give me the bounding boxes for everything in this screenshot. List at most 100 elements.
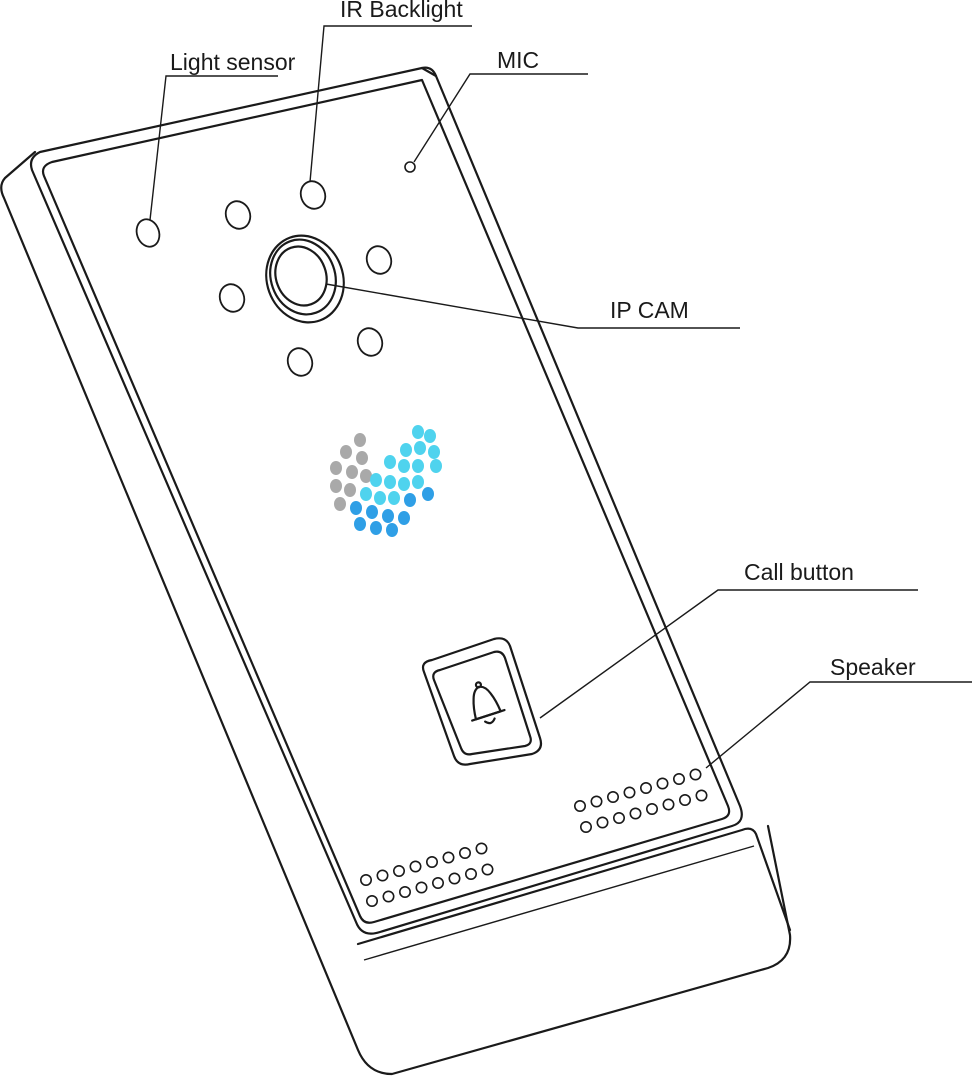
ir-led bbox=[365, 245, 393, 275]
label-call-button: Call button bbox=[744, 559, 854, 585]
speaker-hole bbox=[448, 872, 461, 885]
logo-dot bbox=[388, 491, 400, 505]
call-button bbox=[421, 637, 543, 766]
speaker-hole bbox=[645, 802, 658, 815]
speaker-hole bbox=[365, 894, 378, 907]
logo-dot bbox=[384, 475, 396, 489]
device-body bbox=[0, 66, 792, 1076]
speaker-hole bbox=[596, 816, 609, 829]
logo-dot bbox=[424, 429, 436, 443]
logo-dot bbox=[370, 521, 382, 535]
bell-icon bbox=[471, 681, 506, 725]
speaker-hole bbox=[392, 864, 405, 877]
camera-ring bbox=[269, 238, 337, 316]
speaker-grille-right bbox=[573, 768, 708, 833]
logo-dot bbox=[430, 459, 442, 473]
logo-dot bbox=[414, 441, 426, 455]
speaker-grille-left bbox=[359, 842, 494, 907]
speaker-hole bbox=[431, 876, 444, 889]
logo-dot bbox=[340, 445, 352, 459]
ir-led-ring bbox=[218, 180, 393, 377]
logo-dot bbox=[412, 475, 424, 489]
front-frame bbox=[29, 66, 743, 935]
speaker-hole bbox=[376, 869, 389, 882]
ir-led bbox=[299, 180, 327, 210]
speaker-hole bbox=[662, 798, 675, 811]
speaker-hole bbox=[629, 807, 642, 820]
label-light-sensor: Light sensor bbox=[170, 49, 296, 75]
speaker-hole bbox=[689, 768, 702, 781]
ir-led bbox=[224, 200, 252, 230]
speaker-hole bbox=[672, 772, 685, 785]
speaker-hole bbox=[475, 842, 488, 855]
speaker-hole bbox=[382, 890, 395, 903]
leader-mic bbox=[413, 73, 588, 163]
dotted-sphere-logo bbox=[330, 425, 442, 537]
body-side bbox=[0, 150, 792, 1076]
logo-dot bbox=[422, 487, 434, 501]
callouts bbox=[149, 25, 972, 769]
logo-dot bbox=[428, 445, 440, 459]
speaker-hole bbox=[606, 790, 619, 803]
speaker-hole bbox=[409, 860, 422, 873]
leader-ir-backlight bbox=[309, 25, 472, 183]
light-sensor bbox=[135, 218, 161, 248]
speaker-hole bbox=[579, 820, 592, 833]
speaker-hole bbox=[458, 846, 471, 859]
speaker-hole bbox=[481, 863, 494, 876]
speaker-hole bbox=[398, 885, 411, 898]
leader-speaker bbox=[705, 681, 972, 769]
top-ridge bbox=[420, 66, 438, 78]
logo-dot bbox=[412, 425, 424, 439]
logo-dot bbox=[412, 459, 424, 473]
speaker-hole bbox=[573, 799, 586, 812]
leader-light-sensor bbox=[149, 75, 278, 221]
camera-bezel bbox=[265, 234, 345, 324]
speaker-hole bbox=[590, 795, 603, 808]
ip-camera bbox=[265, 234, 345, 324]
logo-dot bbox=[354, 517, 366, 531]
speaker-hole bbox=[678, 793, 691, 806]
logo-dot bbox=[350, 501, 362, 515]
logo-dot bbox=[382, 509, 394, 523]
ir-led bbox=[286, 347, 314, 377]
speaker-hole bbox=[612, 811, 625, 824]
label-speaker: Speaker bbox=[830, 654, 916, 680]
logo-dot bbox=[398, 511, 410, 525]
camera-lens bbox=[274, 245, 328, 307]
logo-dot bbox=[330, 461, 342, 475]
logo-dot bbox=[334, 497, 346, 511]
leader-ip-cam bbox=[325, 283, 740, 329]
speaker-hole bbox=[623, 786, 636, 799]
ir-led bbox=[218, 283, 246, 313]
logo-dot bbox=[330, 479, 342, 493]
logo-dot bbox=[384, 455, 396, 469]
mic-hole bbox=[404, 161, 416, 173]
speaker-hole bbox=[359, 873, 372, 886]
logo-dot bbox=[400, 443, 412, 457]
call-button-inner bbox=[432, 650, 532, 756]
logo-dot bbox=[360, 469, 372, 483]
logo-dot bbox=[398, 459, 410, 473]
speaker-hole bbox=[464, 867, 477, 880]
logo-dot bbox=[366, 505, 378, 519]
bottom-cap-edge bbox=[363, 845, 755, 961]
logo-dot bbox=[374, 491, 386, 505]
logo-dot bbox=[360, 487, 372, 501]
speaker-hole bbox=[442, 851, 455, 864]
logo-dot bbox=[404, 493, 416, 507]
logo-dot bbox=[344, 483, 356, 497]
speaker-hole bbox=[695, 789, 708, 802]
logo-dot bbox=[370, 473, 382, 487]
label-mic: MIC bbox=[497, 47, 539, 73]
logo-dot bbox=[354, 433, 366, 447]
logo-dot bbox=[398, 477, 410, 491]
logo-dot bbox=[356, 451, 368, 465]
bottom-cap-top bbox=[356, 827, 792, 946]
speaker-hole bbox=[425, 855, 438, 868]
leader-call-button bbox=[539, 589, 918, 719]
label-ip-cam: IP CAM bbox=[610, 297, 689, 323]
logo-dot bbox=[346, 465, 358, 479]
